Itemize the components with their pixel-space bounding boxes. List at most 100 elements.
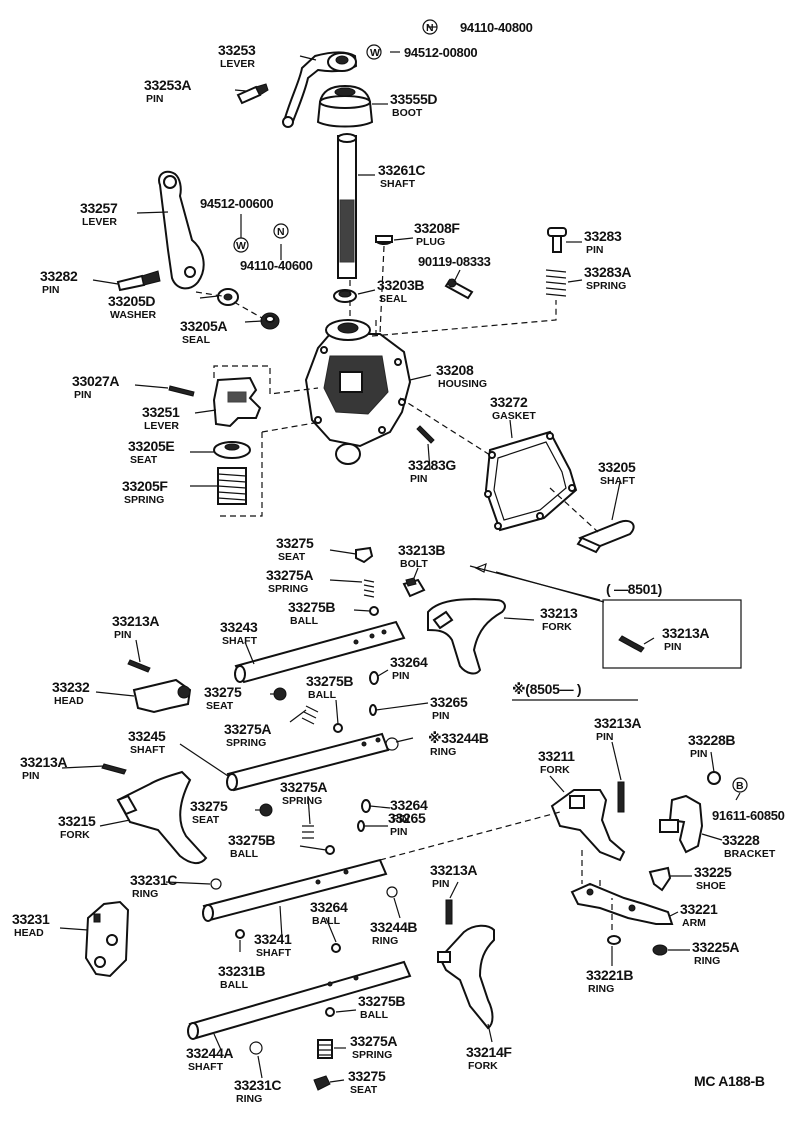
seat-33275-bottom-drawing bbox=[313, 1075, 331, 1091]
pin-33264-b-drawing bbox=[361, 799, 371, 813]
pin-33228B-drawing bbox=[707, 771, 721, 785]
part-name-c33205E: SEAT bbox=[130, 454, 158, 466]
part-number-c33264a: 33264 bbox=[390, 654, 428, 670]
part-number-c33275Bc: 33275B bbox=[228, 832, 275, 848]
part-number-c33231: 33231 bbox=[12, 911, 50, 927]
part-name-c33221B: RING bbox=[588, 983, 614, 995]
part-name-c33203B: SEAL bbox=[379, 293, 408, 305]
lever-33253-drawing bbox=[282, 51, 358, 128]
part-number-c33231Cb: 33231C bbox=[234, 1077, 281, 1093]
svg-text:N: N bbox=[277, 226, 285, 238]
part-number-c33231C: 33231C bbox=[130, 872, 177, 888]
part-name-c33555D: BOOT bbox=[392, 107, 423, 119]
boot-33555D-drawing bbox=[316, 84, 374, 128]
part-number-c33232: 33232 bbox=[52, 679, 90, 695]
part-name-c33244A: SHAFT bbox=[188, 1061, 224, 1073]
pin-33264-a-drawing bbox=[369, 671, 379, 685]
part-name-c33272: GASKET bbox=[492, 410, 536, 422]
seat-33205E-drawing bbox=[213, 441, 251, 459]
part-number-c33213Ac: 33213A bbox=[20, 754, 67, 770]
part-name-c33283: PIN bbox=[586, 244, 604, 256]
part-name-c33232: HEAD bbox=[54, 695, 84, 707]
part-name-c33231Cb: RING bbox=[236, 1093, 262, 1105]
ball-33231B-drawing bbox=[235, 929, 245, 939]
pin-33213A-left-drawing bbox=[101, 763, 127, 775]
part-number-c33253A: 33253A bbox=[144, 77, 191, 93]
part-name-c33213Ac: PIN bbox=[22, 770, 40, 782]
pin-33283G-drawing bbox=[416, 425, 435, 444]
part-name-c33275b: SEAT bbox=[206, 700, 234, 712]
part-number-c33275d: 33275 bbox=[348, 1068, 386, 1084]
part-name-c33261C: SHAFT bbox=[380, 178, 416, 190]
fork-33211-drawing bbox=[550, 789, 626, 862]
part-number-c33245: 33245 bbox=[128, 728, 166, 744]
symbol-circle-w1 bbox=[366, 44, 382, 60]
part-number-c33272: 33272 bbox=[490, 394, 528, 410]
spring-33205F-drawing bbox=[217, 467, 247, 505]
part-name-c33205: SHAFT bbox=[600, 475, 636, 487]
pin-33253A-drawing bbox=[236, 83, 269, 105]
part-name-c33283G: PIN bbox=[410, 473, 428, 485]
part-number-c33275Aa: 33275A bbox=[266, 567, 313, 583]
leader-lines bbox=[59, 26, 741, 1083]
part-name-c33211: FORK bbox=[540, 764, 570, 776]
part-name-c33275Ac: SPRING bbox=[282, 795, 322, 807]
part-name-c33245: SHAFT bbox=[130, 744, 166, 756]
washer-33205D-drawing bbox=[217, 288, 239, 306]
part-number-w1: 94512-00800 bbox=[404, 45, 477, 60]
part-name-c33228: BRACKET bbox=[724, 848, 776, 860]
part-name-c33275Ba: BALL bbox=[290, 615, 319, 627]
shoe-33225-drawing bbox=[648, 866, 672, 892]
spring-33275A-low-drawing bbox=[302, 825, 314, 839]
part-number-c33555D: 33555D bbox=[390, 91, 437, 107]
head-33231-drawing bbox=[84, 900, 130, 978]
part-number-c33275Ab: 33275A bbox=[224, 721, 271, 737]
part-number-c33244Bb: 33244B bbox=[370, 919, 417, 935]
gasket-33272-drawing bbox=[484, 430, 578, 532]
part-name-c33275a: SEAT bbox=[278, 551, 306, 563]
part-number-c33213Ad: 33213A bbox=[594, 715, 641, 731]
bracket-33228-drawing bbox=[659, 794, 704, 854]
part-number-c33213Ab: 33213A bbox=[662, 625, 709, 641]
ball-33275B-low-drawing bbox=[325, 845, 335, 855]
ball-33275B-top-drawing bbox=[369, 606, 379, 616]
part-number-c33221B: 33221B bbox=[586, 967, 633, 983]
washer-w-symbol: W bbox=[233, 237, 249, 253]
part-number-w2: 94512-00600 bbox=[200, 196, 273, 211]
part-number-c33251: 33251 bbox=[142, 404, 180, 420]
arm-33221-drawing bbox=[570, 882, 674, 925]
part-number-c33283: 33283 bbox=[584, 228, 622, 244]
lever-33257-drawing bbox=[158, 170, 205, 290]
part-name-c33231: HEAD bbox=[14, 927, 44, 939]
bolt-33213B-drawing bbox=[402, 577, 426, 598]
part-number-c33225A: 33225A bbox=[692, 939, 739, 955]
part-name-c33205F: SPRING bbox=[124, 494, 164, 506]
part-number-c33257: 33257 bbox=[80, 200, 118, 216]
part-number-c33275a: 33275 bbox=[276, 535, 314, 551]
bolt-90119-drawing bbox=[444, 278, 474, 300]
part-number-c33253: 33253 bbox=[218, 42, 256, 58]
part-name-c33275Bb: BALL bbox=[308, 689, 337, 701]
part-number-c33243: 33243 bbox=[220, 619, 258, 635]
part-number-c33213Aa: 33213A bbox=[112, 613, 159, 629]
part-number-c33283A: 33283A bbox=[584, 264, 631, 280]
part-number-c33265b: 33265 bbox=[388, 810, 426, 826]
symbol-letter-n1: N bbox=[426, 22, 434, 34]
part-number-c33282: 33282 bbox=[40, 268, 78, 284]
spring-33275A-top-drawing bbox=[363, 579, 375, 598]
symbol-letter-w1: W bbox=[370, 47, 380, 59]
part-number-c33241: 33241 bbox=[254, 931, 292, 947]
part-number-c33244Ba: ※33244B bbox=[428, 730, 489, 746]
part-name-c33225: SHOE bbox=[696, 880, 726, 892]
part-number-c33275Bb: 33275B bbox=[306, 673, 353, 689]
part-number-c90119: 90119-08333 bbox=[418, 254, 491, 269]
spring-33275A-mid-drawing bbox=[301, 705, 319, 725]
part-name-c33228B: PIN bbox=[690, 748, 708, 760]
part-number-c33264b: 33264 bbox=[390, 797, 428, 813]
ring-33225A-drawing bbox=[652, 944, 668, 956]
part-name-c33231B: BALL bbox=[220, 979, 249, 991]
part-name-c33244Ba: RING bbox=[430, 746, 456, 758]
part-name-c33205D: WASHER bbox=[110, 309, 157, 321]
inset-box bbox=[602, 599, 742, 669]
